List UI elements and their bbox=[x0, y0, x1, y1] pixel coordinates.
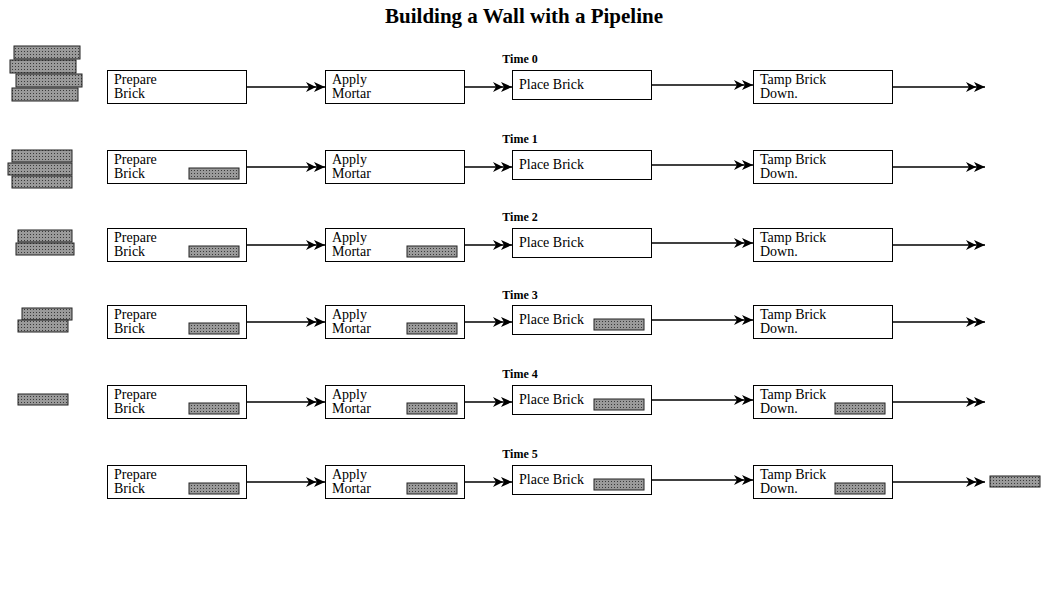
process-box: Place Brick bbox=[512, 150, 652, 180]
flow-arrow bbox=[247, 401, 325, 403]
diagram-title: Building a Wall with a Pipeline bbox=[0, 4, 1048, 29]
brick bbox=[188, 245, 240, 258]
brick bbox=[834, 402, 886, 415]
flow-arrow bbox=[465, 401, 512, 403]
time-label: Time 3 bbox=[500, 288, 539, 303]
box-label: Tamp Brick Down. bbox=[754, 388, 830, 416]
box-label: Tamp Brick Down. bbox=[754, 231, 830, 259]
process-box: Place Brick bbox=[512, 70, 652, 100]
box-label: Prepare Brick bbox=[108, 231, 184, 259]
box-label: Apply Mortar bbox=[326, 73, 402, 101]
brick bbox=[188, 322, 240, 335]
process-box: Place Brick bbox=[512, 228, 652, 258]
box-label: Place Brick bbox=[513, 78, 589, 92]
flow-arrow bbox=[652, 399, 753, 401]
process-box: Place Brick bbox=[512, 465, 652, 495]
process-box: Tamp Brick Down. bbox=[753, 70, 893, 104]
time-label: Time 1 bbox=[500, 132, 539, 147]
process-box: Apply Mortar bbox=[325, 70, 465, 104]
flow-arrow bbox=[652, 319, 753, 321]
box-label: Prepare Brick bbox=[108, 153, 184, 181]
box-label: Place Brick bbox=[513, 313, 589, 327]
box-label: Place Brick bbox=[513, 473, 589, 487]
brick bbox=[593, 478, 645, 491]
box-label: Place Brick bbox=[513, 158, 589, 172]
brick bbox=[406, 245, 458, 258]
flow-arrow bbox=[465, 321, 512, 323]
process-box: Apply Mortar bbox=[325, 385, 465, 419]
box-label: Apply Mortar bbox=[326, 308, 402, 336]
output-arrow bbox=[893, 166, 985, 168]
process-box: Tamp Brick Down. bbox=[753, 305, 893, 339]
brick bbox=[834, 482, 886, 495]
box-label: Prepare Brick bbox=[108, 308, 184, 336]
brick-stack bbox=[10, 46, 82, 101]
flow-arrow bbox=[247, 321, 325, 323]
process-box: Tamp Brick Down. bbox=[753, 228, 893, 262]
process-box: Tamp Brick Down. bbox=[753, 385, 893, 419]
process-box: Tamp Brick Down. bbox=[753, 150, 893, 184]
box-label: Apply Mortar bbox=[326, 388, 402, 416]
box-label: Tamp Brick Down. bbox=[754, 468, 830, 496]
box-label: Tamp Brick Down. bbox=[754, 308, 830, 336]
flow-arrow bbox=[652, 479, 753, 481]
flow-arrow bbox=[465, 166, 512, 168]
brick bbox=[406, 402, 458, 415]
box-label: Apply Mortar bbox=[326, 153, 402, 181]
box-label: Prepare Brick bbox=[108, 468, 184, 496]
box-label: Apply Mortar bbox=[326, 468, 402, 496]
box-label: Prepare Brick bbox=[108, 388, 184, 416]
box-label: Place Brick bbox=[513, 236, 589, 250]
flow-arrow bbox=[465, 86, 512, 88]
output-arrow bbox=[893, 244, 985, 246]
brick bbox=[188, 402, 240, 415]
brick bbox=[188, 167, 240, 180]
flow-arrow bbox=[652, 84, 753, 86]
time-label: Time 0 bbox=[500, 52, 539, 67]
process-box: Place Brick bbox=[512, 385, 652, 415]
flow-arrow bbox=[247, 166, 325, 168]
brick bbox=[188, 482, 240, 495]
box-label: Place Brick bbox=[513, 393, 589, 407]
process-box: Prepare Brick bbox=[107, 305, 247, 339]
process-box: Place Brick bbox=[512, 305, 652, 335]
process-box: Prepare Brick bbox=[107, 150, 247, 184]
time-label: Time 5 bbox=[500, 447, 539, 462]
brick bbox=[990, 476, 1040, 487]
output-arrow bbox=[893, 481, 985, 483]
process-box: Apply Mortar bbox=[325, 465, 465, 499]
process-box: Apply Mortar bbox=[325, 305, 465, 339]
flow-arrow bbox=[247, 244, 325, 246]
brick bbox=[593, 398, 645, 411]
brick-stack bbox=[16, 230, 74, 255]
box-label: Tamp Brick Down. bbox=[754, 73, 830, 101]
flow-arrow bbox=[465, 481, 512, 483]
brick bbox=[406, 322, 458, 335]
process-box: Tamp Brick Down. bbox=[753, 465, 893, 499]
output-arrow bbox=[893, 321, 985, 323]
brick bbox=[18, 394, 68, 405]
flow-arrow bbox=[652, 242, 753, 244]
process-box: Prepare Brick bbox=[107, 385, 247, 419]
flow-arrow bbox=[247, 481, 325, 483]
time-label: Time 4 bbox=[500, 367, 539, 382]
brick-stack bbox=[8, 150, 72, 188]
flow-arrow bbox=[652, 164, 753, 166]
output-arrow bbox=[893, 401, 985, 403]
brick-stack bbox=[18, 308, 72, 332]
time-label: Time 2 bbox=[500, 210, 539, 225]
flow-arrow bbox=[465, 244, 512, 246]
process-box: Apply Mortar bbox=[325, 228, 465, 262]
process-box: Prepare Brick bbox=[107, 70, 247, 104]
box-label: Tamp Brick Down. bbox=[754, 153, 830, 181]
process-box: Apply Mortar bbox=[325, 150, 465, 184]
box-label: Apply Mortar bbox=[326, 231, 402, 259]
box-label: Prepare Brick bbox=[108, 73, 184, 101]
process-box: Prepare Brick bbox=[107, 228, 247, 262]
brick bbox=[593, 318, 645, 331]
flow-arrow bbox=[247, 86, 325, 88]
process-box: Prepare Brick bbox=[107, 465, 247, 499]
output-arrow bbox=[893, 86, 985, 88]
brick bbox=[406, 482, 458, 495]
